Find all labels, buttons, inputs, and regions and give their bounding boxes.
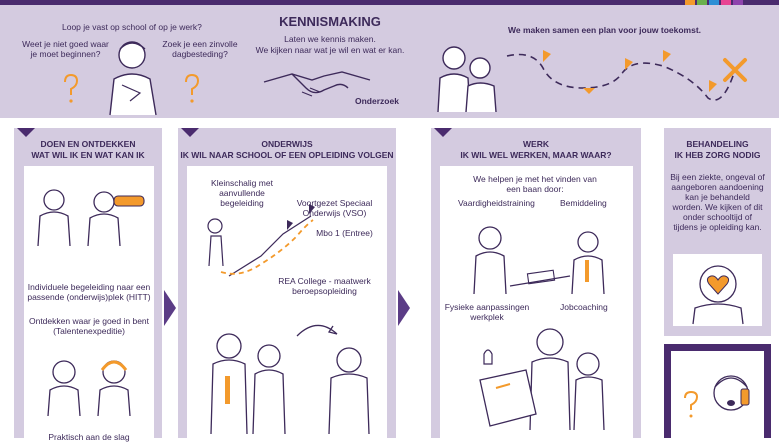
column-notch: [181, 128, 199, 137]
route-vso: Voortgezet Speciaal Onderwijs (VSO): [296, 198, 373, 218]
doen-item-hitt: Individuele begeleiding naar een passend…: [27, 282, 151, 302]
werk-intro: We helpen je met het vinden van een baan…: [473, 174, 597, 194]
kennismaking-title: KENNISMAKING: [279, 14, 381, 29]
phone-call-inner: [671, 351, 764, 438]
question-mark-icon: [64, 73, 79, 103]
phone-call-panel: [664, 344, 771, 438]
heart-person-illustration: [692, 265, 744, 325]
column-behandeling: BEHANDELING IK HEB ZORG NODIG Bij een zi…: [664, 128, 771, 336]
column-werk: WERK IK WIL WEL WERKEN, MAAR WAAR? We he…: [431, 128, 641, 438]
column-notch: [434, 128, 452, 137]
students-illustration: [210, 324, 370, 435]
doen-item-talentenexpeditie: Ontdekken waar je goed in bent (Talenten…: [28, 316, 150, 336]
handshake-label: Onderzoek: [355, 96, 399, 106]
doen-item-praktisch: Praktisch aan de slag: [48, 432, 130, 442]
color-swatch-1: [685, 0, 695, 7]
top-line: [0, 0, 779, 5]
arrow-icon: [164, 290, 176, 326]
doen-panel: Individuele begeleiding naar een passend…: [24, 166, 154, 442]
plan-text: We maken samen een plan voor jouw toekom…: [508, 25, 702, 35]
color-swatch-2: [697, 0, 707, 7]
behandeling-subtitle: IK HEB ZORG NODIG: [674, 150, 761, 160]
question-mark-icon: [684, 390, 699, 418]
color-swatch-5: [733, 0, 743, 7]
werk-item-bemiddeling: Bemiddeling: [560, 198, 607, 208]
behandeling-heart-panel: [673, 254, 762, 326]
two-people-illustration: [437, 46, 497, 113]
route-kleinschalig: Kleinschalig met aanvullende begeleiding: [211, 178, 273, 208]
workers-illustration: [47, 360, 131, 417]
behandeling-text: Bij een ziekte, ongeval of aangeboren aa…: [670, 172, 765, 232]
werk-item-fysieke-aanpassingen: Fysieke aanpassingen werkplek: [444, 302, 530, 322]
color-swatch-4: [721, 0, 731, 7]
meeting-illustration: [473, 226, 605, 295]
werk-title: WERK: [523, 139, 549, 149]
behandeling-title: BEHANDELING: [686, 139, 749, 149]
werk-subtitle: IK WIL WEL WERKEN, MAAR WAAR?: [460, 150, 612, 160]
werk-panel: We helpen je met het vinden van een baan…: [440, 166, 633, 438]
onderwijs-title: ONDERWIJS: [261, 139, 313, 149]
onderwijs-panel: Kleinschalig met aanvullende begeleiding…: [187, 166, 387, 438]
werk-item-vaardigheidstraining: Vaardigheidstraining: [458, 198, 535, 208]
question-daytime: Zoek je een zinvolle dagbesteding?: [162, 39, 238, 59]
kennismaking-subtitle-1: Laten we kennis maken.: [284, 34, 376, 44]
column-onderwijs: ONDERWIJS IK WIL NAAR SCHOOL OF EEN OPLE…: [178, 128, 396, 438]
onderwijs-subtitle: IK WIL NAAR SCHOOL OF EEN OPLEIDING VOLG…: [180, 150, 394, 160]
route-rea-college: REA College - maatwerk beroepsopleiding: [278, 276, 371, 296]
doen-subtitle: WAT WIL IK EN WAT KAN IK: [31, 150, 145, 160]
education-path-illustration: [207, 204, 315, 277]
question-where-begin: Weet je niet goed waar je moet beginnen?: [22, 39, 109, 59]
kennismaking-subtitle-2: We kijken naar wat je wil en wat er kan.: [255, 45, 405, 55]
question-mark-icon: [185, 73, 200, 103]
laptop-workers-illustration: [479, 328, 605, 431]
werk-item-jobcoaching: Jobcoaching: [560, 302, 608, 312]
explorers-illustration: [37, 189, 145, 247]
color-swatch-3: [709, 0, 719, 7]
thinking-person-illustration: [109, 41, 157, 116]
handshake-icon: [263, 71, 371, 97]
arrow-icon: [398, 290, 410, 326]
treasure-map-icon: [506, 50, 747, 101]
route-mbo: Mbo 1 (Entree): [316, 228, 373, 238]
doen-title: DOEN EN ONTDEKKEN: [40, 139, 136, 149]
calling-person-illustration: [713, 375, 750, 411]
column-doen-en-ontdekken: DOEN EN ONTDEKKEN WAT WIL IK EN WAT KAN …: [14, 128, 162, 442]
question-stuck: Loop je vast op school of op je werk?: [62, 22, 202, 32]
column-notch: [17, 128, 35, 137]
